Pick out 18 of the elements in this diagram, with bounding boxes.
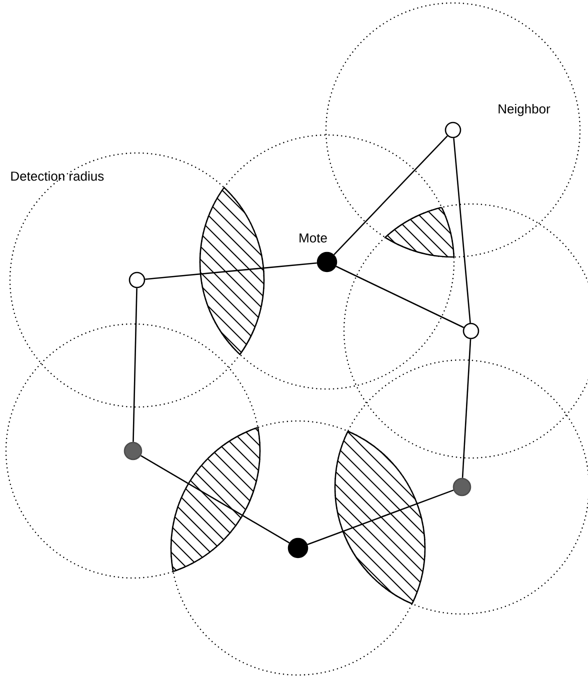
- sensor-dot: [444, 122, 462, 138]
- sensor-dot: [462, 322, 480, 340]
- sensor-dot: [316, 252, 338, 272]
- link-line: [145, 262, 317, 280]
- node-label: Neighbor: [498, 104, 550, 116]
- sensor-dot: [288, 538, 308, 558]
- link-line: [140, 455, 290, 544]
- link-line: [462, 339, 472, 478]
- link-line: [336, 266, 464, 328]
- link-line: [132, 288, 138, 442]
- radius-label: Detection radius: [11, 171, 104, 181]
- sensor-dot: [128, 272, 146, 288]
- node-label: Mote: [300, 233, 327, 243]
- link-line: [334, 135, 448, 256]
- link-line: [307, 490, 454, 546]
- link-line: [453, 138, 471, 323]
- sensor-dot: [452, 478, 472, 496]
- sensor-dot: [124, 442, 142, 460]
